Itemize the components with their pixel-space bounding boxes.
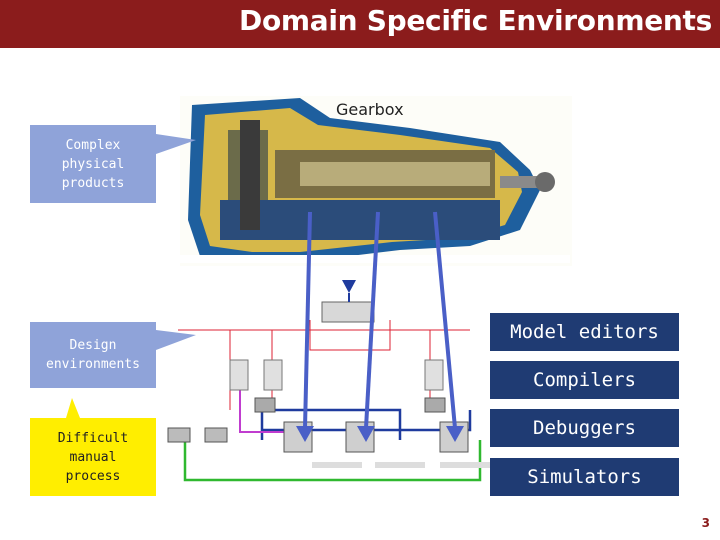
callout-design-environments: Design environments xyxy=(30,322,156,388)
tool-compilers: Compilers xyxy=(490,361,679,399)
slide-title: Domain Specific Environments xyxy=(239,4,712,37)
complex-callout-pointer xyxy=(156,134,196,154)
design-callout-pointer xyxy=(156,330,196,350)
page-number: 3 xyxy=(701,516,710,530)
mapping-arrows xyxy=(296,211,464,442)
callout-complex-physical-products: Complex physical products xyxy=(30,125,156,203)
tool-debuggers: Debuggers xyxy=(490,409,679,447)
gearbox-image xyxy=(150,96,572,266)
gearbox-label: Gearbox xyxy=(336,100,404,119)
difficult-callout-pointer xyxy=(66,398,80,418)
callout-difficult-text: Difficult manual process xyxy=(57,430,129,484)
tool-model-editors: Model editors xyxy=(490,313,679,351)
callout-design-text: Design environments xyxy=(46,338,140,372)
callout-complex-text: Complex physical products xyxy=(61,137,125,191)
callout-difficult-manual-process: Difficult manual process xyxy=(30,418,156,496)
title-bar: Domain Specific Environments xyxy=(0,0,720,48)
tool-simulators: Simulators xyxy=(490,458,679,496)
